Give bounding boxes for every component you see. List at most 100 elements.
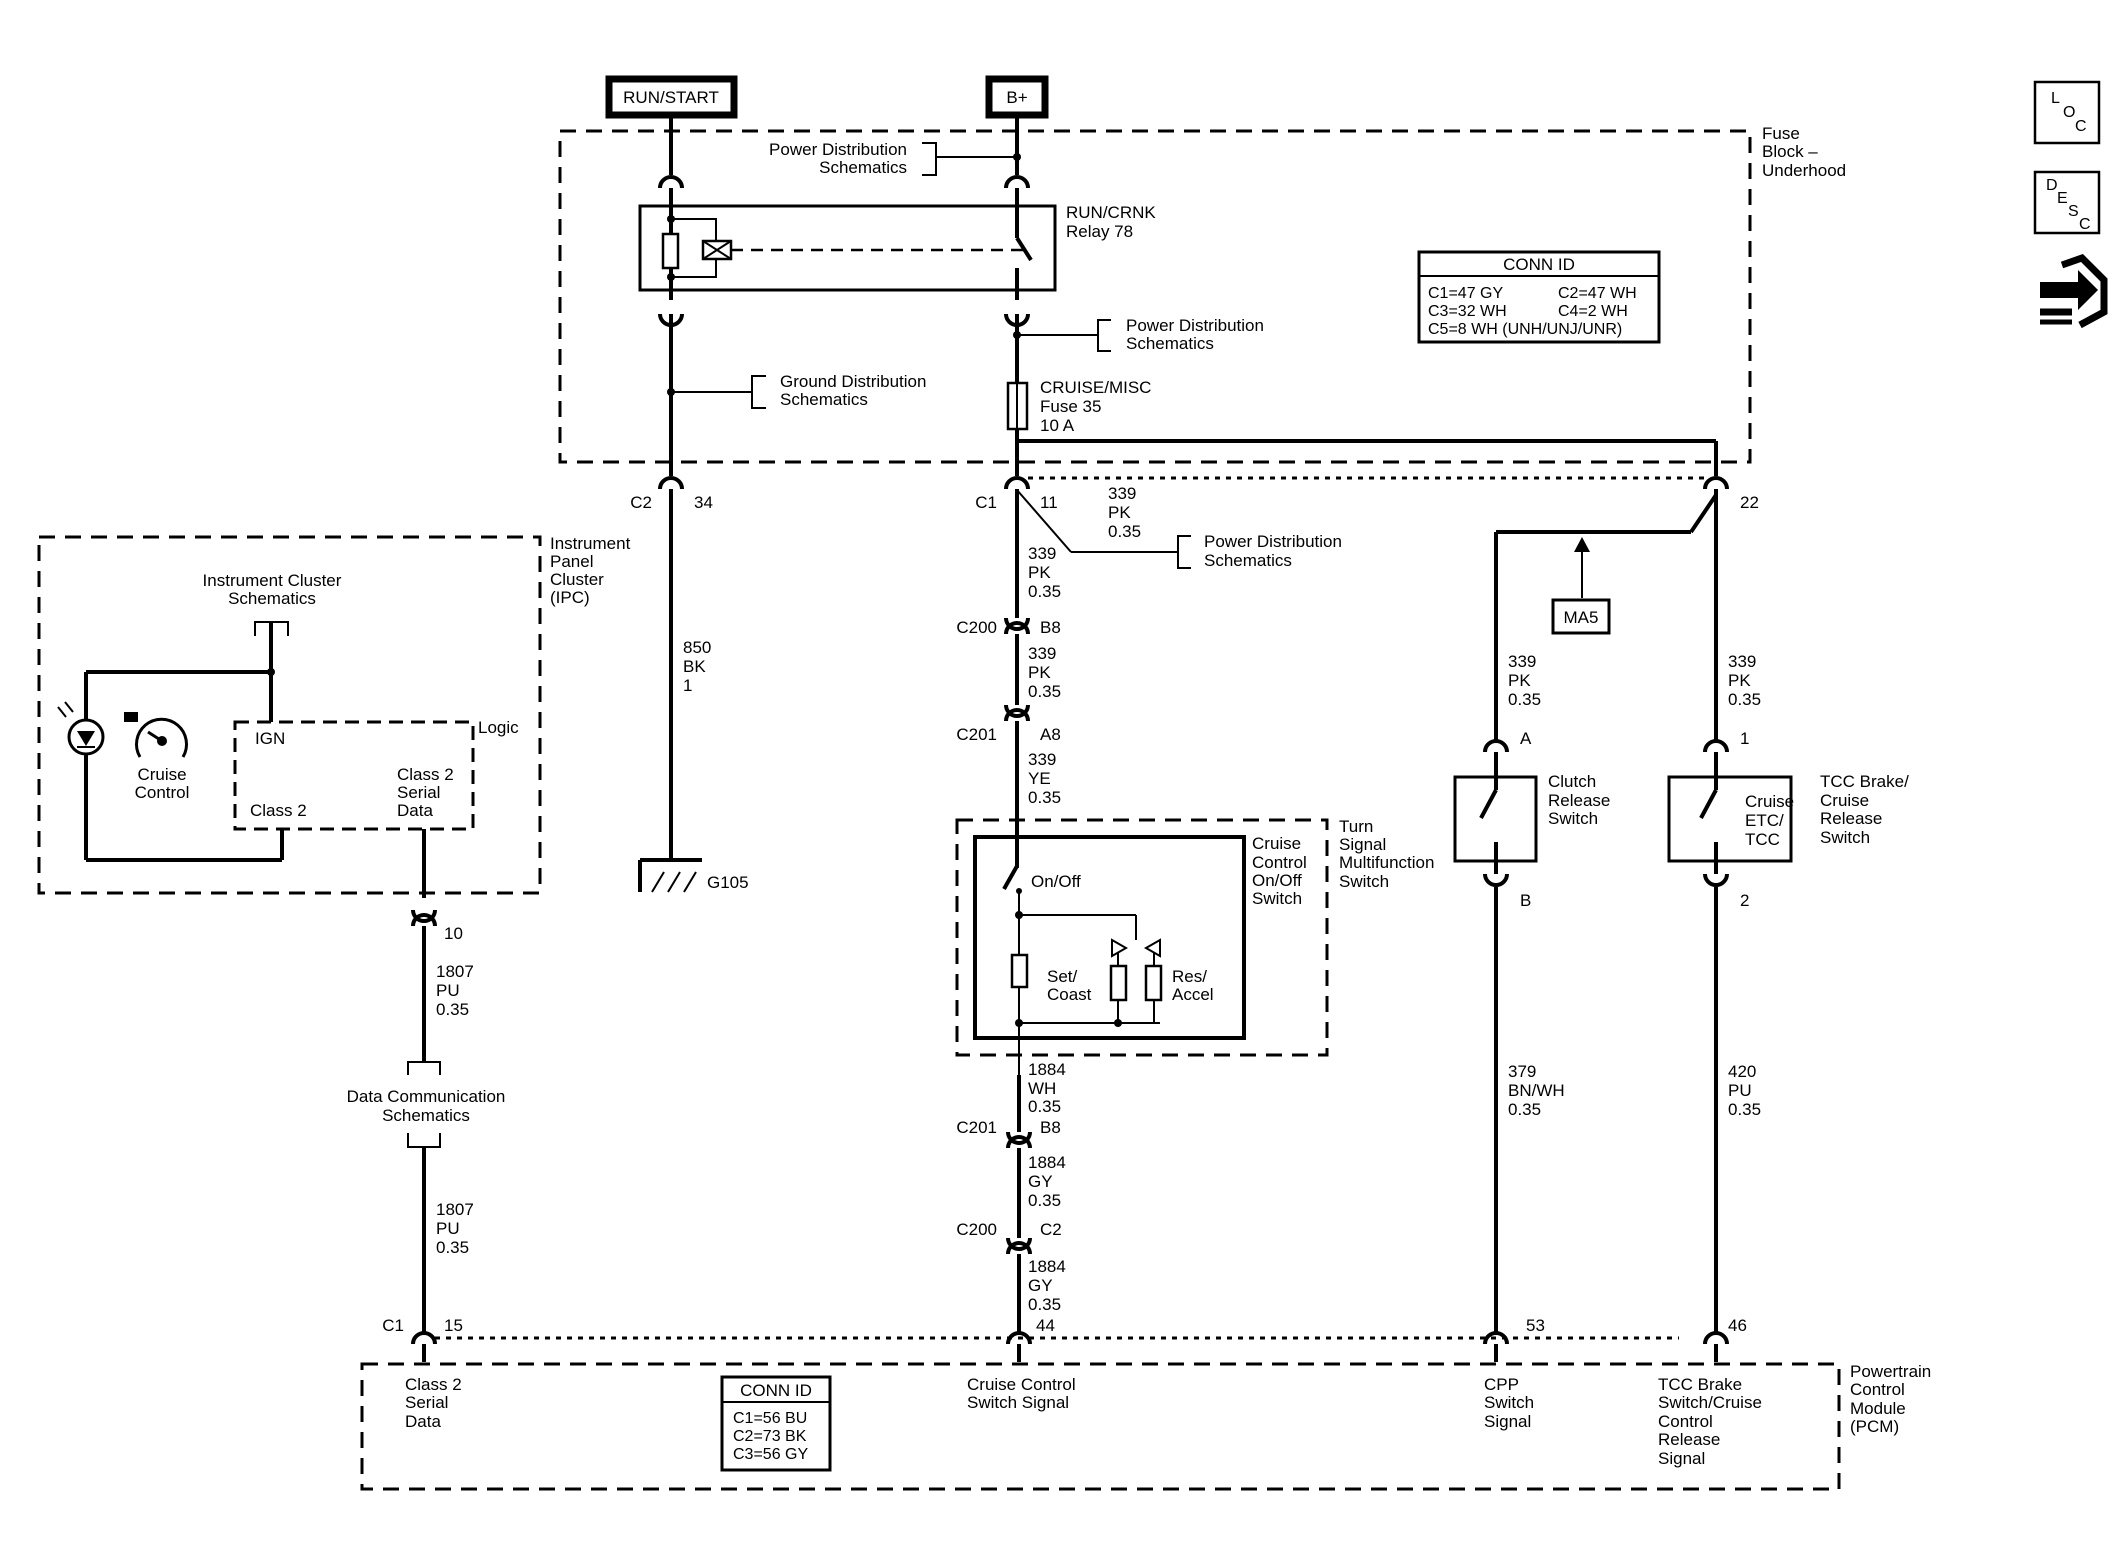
ipc-cruise-1: Cruise — [137, 765, 186, 784]
wire-850-color: BK — [683, 657, 706, 676]
pd1-line2: Schematics — [819, 158, 907, 177]
w1884gy1-num: 1884 — [1028, 1153, 1066, 1172]
pcm-title-4: (PCM) — [1850, 1417, 1899, 1436]
fuse-block-title-2: Block – — [1762, 142, 1818, 161]
ma5-label: MA5 — [1564, 608, 1599, 627]
power-distribution-link-1[interactable]: Power Distribution Schematics — [769, 140, 937, 177]
w379-num: 379 — [1508, 1062, 1536, 1081]
tcc-brake-cruise-release-switch-circuit: 339 PK 0.35 1 2 Cruise ETC/ TCC TCC Brak… — [1667, 652, 1909, 1334]
w1884gy1-gauge: 0.35 — [1028, 1191, 1061, 1210]
w339m1-color: PK — [1028, 563, 1051, 582]
w1807a-gauge: 0.35 — [436, 1000, 469, 1019]
pcm-serial-3: Data — [405, 1412, 441, 1431]
w1807b-color: PU — [436, 1219, 460, 1238]
ipc-ign: IGN — [255, 729, 285, 748]
ipc-serial-3: Data — [397, 801, 433, 820]
run-start-circuit — [658, 115, 684, 860]
ipc-cruise-2: Control — [135, 783, 190, 802]
w420-color: PU — [1728, 1081, 1752, 1100]
connector-diagram-icon[interactable] — [2040, 253, 2108, 329]
pd2-line2: Schematics — [1126, 334, 1214, 353]
pcm-conn-id: CONN ID C1=56 BU C2=73 BK C3=56 GY — [720, 1375, 832, 1472]
loc-icon[interactable]: L O C — [2033, 80, 2101, 145]
w1884wh-color: WH — [1028, 1079, 1056, 1098]
c201-a8-pin: A8 — [1040, 725, 1061, 744]
data-communication-link[interactable]: Data Communication Schematics — [347, 1087, 506, 1125]
c1-pin-label: 11 — [1040, 493, 1058, 512]
w339ye-num: 339 — [1028, 750, 1056, 769]
ccs-inner-1: Cruise — [1252, 834, 1301, 853]
pcm-conn-title: CONN ID — [740, 1381, 812, 1400]
w1884wh-num: 1884 — [1028, 1060, 1066, 1079]
cruise-lamp-icon — [57, 701, 105, 756]
ground-distribution-link[interactable]: Ground Distribution Schematics — [671, 372, 926, 409]
w1807b-gauge: 0.35 — [436, 1238, 469, 1257]
c200-c2-conn: C200 — [956, 1220, 997, 1239]
fuse-block-title-1: Fuse — [1762, 124, 1800, 143]
desc-icon[interactable]: D E S C — [2033, 170, 2101, 235]
ipc-serial-1: Class 2 — [397, 765, 454, 784]
b-plus-circuit — [936, 115, 1098, 383]
conn-c1: C1=47 GY — [1428, 285, 1503, 302]
loc-letter-o: O — [2063, 104, 2075, 121]
c200-b8-pin: B8 — [1040, 618, 1061, 637]
pcm-c1-conn: C1 — [382, 1316, 404, 1335]
pd2-line1: Power Distribution — [1126, 316, 1264, 335]
tsm-title-4: Switch — [1339, 872, 1389, 891]
c201-b8-conn: C201 — [956, 1118, 997, 1137]
ipc-pin-10: 10 — [444, 924, 463, 943]
clutch-title-3: Switch — [1548, 809, 1598, 828]
power-distribution-link-2[interactable]: Power Distribution Schematics — [1097, 316, 1264, 353]
w339c-num: 339 — [1508, 652, 1536, 671]
power-distribution-link-3[interactable]: Power Distribution Schematics — [1204, 532, 1342, 570]
ipc-class2: Class 2 — [250, 801, 307, 820]
pcm-connector-row: C1 15 44 53 46 — [382, 1316, 1747, 1362]
desc-letter-s: S — [2068, 203, 2079, 220]
ccs-inner-3: On/Off — [1252, 871, 1302, 890]
on-off-label: On/Off — [1031, 872, 1081, 891]
instrument-panel-cluster: Instrument Panel Cluster (IPC) Instrumen… — [37, 534, 631, 898]
b-plus-supply: B+ — [985, 75, 1049, 119]
conn-c5: C5=8 WH (UNH/UNJ/UNR) — [1428, 321, 1622, 338]
powertrain-control-module: Powertrain Control Module (PCM) Class 2 … — [360, 1362, 1931, 1491]
clutch-release-switch-circuit: 339 PK 0.35 A B Clutch Release Switch 37… — [1453, 652, 1610, 1334]
c2-pin-label: 34 — [694, 493, 713, 512]
pcm-serial-1: Class 2 — [405, 1375, 462, 1394]
w379-color: BN/WH — [1508, 1081, 1565, 1100]
c2-connector-label: C2 — [630, 493, 652, 512]
w339ye-gauge: 0.35 — [1028, 788, 1061, 807]
ma5-reference[interactable]: MA5 — [1551, 598, 1611, 635]
loc-letter-c: C — [2075, 118, 2087, 135]
w1884gy2-gauge: 0.35 — [1028, 1295, 1061, 1314]
pd3-line2: Schematics — [1204, 551, 1292, 570]
ccs-inner-4: Switch — [1252, 889, 1302, 908]
w339t-color: PK — [1728, 671, 1751, 690]
w1807b-num: 1807 — [436, 1200, 474, 1219]
set-coast-2: Coast — [1047, 985, 1092, 1004]
ground-g105: G105 — [638, 858, 749, 893]
w339t-gauge: 0.35 — [1728, 690, 1761, 709]
wire-339-branch-gauge: 0.35 — [1108, 522, 1141, 541]
clutch-title-2: Release — [1548, 791, 1610, 810]
wire-339-branch-color: PK — [1108, 503, 1131, 522]
c201-b8-pin: B8 — [1040, 1118, 1061, 1137]
res-accel-2: Accel — [1172, 985, 1214, 1004]
pcm-pin-46: 46 — [1728, 1316, 1747, 1335]
w339m2-gauge: 0.35 — [1028, 682, 1061, 701]
ipc-title-2: Panel — [550, 552, 593, 571]
dc-line1: Data Communication — [347, 1087, 506, 1106]
clutch-pin-a: A — [1520, 729, 1532, 748]
wire-339-branch-num: 339 — [1108, 484, 1136, 503]
clutch-pin-b: B — [1520, 891, 1531, 910]
c200-c2-pin: C2 — [1040, 1220, 1062, 1239]
pcm-title-2: Control — [1850, 1380, 1905, 1399]
pcm-cruise-2: Switch Signal — [967, 1393, 1069, 1412]
pcm-serial-2: Serial — [405, 1393, 448, 1412]
c1-connector-label: C1 — [975, 493, 997, 512]
pcm-conn-c1: C1=56 BU — [733, 1410, 807, 1427]
run-crnk-relay: RUN/CRNK Relay 78 — [638, 203, 1156, 292]
relay-number: Relay 78 — [1066, 222, 1133, 241]
pcm-title-3: Module — [1850, 1399, 1906, 1418]
pcm-pin-53: 53 — [1526, 1316, 1545, 1335]
